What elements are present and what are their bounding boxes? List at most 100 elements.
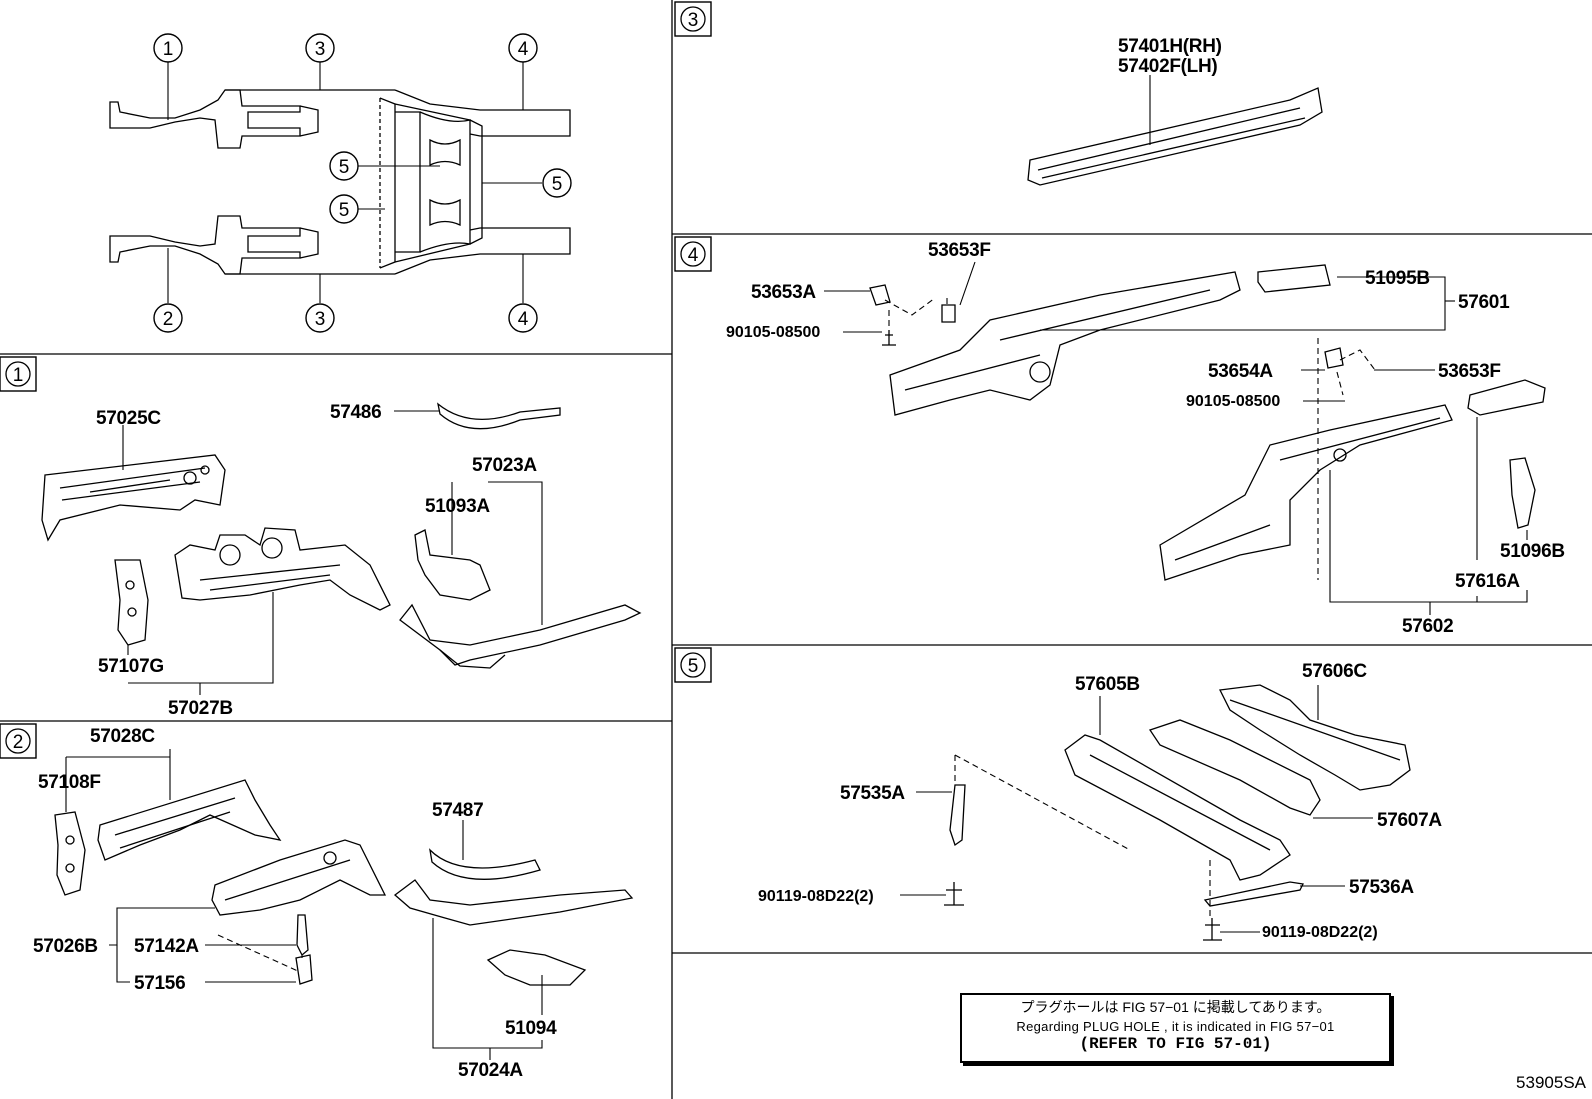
part-57486-drawing	[437, 402, 561, 430]
part-57107g-drawing	[114, 559, 149, 646]
svg-text:2: 2	[13, 732, 24, 753]
svg-text:4: 4	[518, 309, 529, 330]
svg-text:1: 1	[13, 365, 24, 386]
callout-5-c: 5	[542, 168, 572, 198]
part-57025c-drawing	[41, 454, 226, 542]
label-90119-08d22-left[interactable]: 90119-08D22(2)	[758, 888, 874, 905]
part-51094-drawing	[486, 949, 587, 986]
label-90105-08500-left[interactable]: 90105-08500	[726, 324, 820, 341]
part-53653a-drawing	[869, 284, 891, 306]
part-57602-drawing	[1159, 404, 1453, 581]
svg-text:2: 2	[163, 309, 174, 330]
overview-leaders	[167, 62, 542, 303]
svg-text:3: 3	[315, 309, 326, 330]
label-53653a[interactable]: 53653A	[751, 282, 817, 303]
part-57401h-drawing	[1027, 87, 1323, 186]
note-line-english: Regarding PLUG HOLE , it is indicated in…	[1016, 1019, 1335, 1034]
svg-text:5: 5	[688, 656, 699, 677]
svg-text:1: 1	[163, 39, 174, 60]
label-90119-08d22-right[interactable]: 90119-08D22(2)	[1262, 924, 1378, 941]
part-57026b-drawing	[211, 839, 387, 916]
svg-text:3: 3	[315, 39, 326, 60]
part-53653f-drawing	[941, 304, 956, 323]
label-51095b[interactable]: 51095B	[1365, 268, 1430, 289]
callout-5-b: 5	[329, 194, 359, 224]
parts-line-art	[41, 87, 1546, 986]
part-53654a-drawing	[1324, 347, 1344, 369]
label-57606c[interactable]: 57606C	[1302, 661, 1368, 682]
label-57108f[interactable]: 57108F	[38, 772, 101, 793]
section-badge-3: 3	[674, 1, 712, 37]
label-57027b[interactable]: 57027B	[168, 698, 233, 719]
dashed-assembly-lines	[217, 297, 1376, 973]
label-57536a[interactable]: 57536A	[1349, 877, 1415, 898]
section-badge-2: 2	[0, 723, 37, 759]
svg-text:5: 5	[339, 200, 350, 221]
callout-3-top: 3	[305, 33, 335, 63]
figure-code: 53905SA	[1516, 1073, 1586, 1092]
callout-2: 2	[153, 303, 183, 333]
label-57028c[interactable]: 57028C	[90, 726, 156, 747]
callout-4-top: 4	[508, 33, 538, 63]
overview-callouts: 1 3 4 2 3 4 5 5 5	[153, 33, 572, 333]
leader-lines	[65, 75, 1528, 1060]
label-57602[interactable]: 57602	[1402, 616, 1454, 637]
part-57028c-drawing	[97, 779, 282, 861]
label-57605b[interactable]: 57605B	[1075, 674, 1140, 695]
part-labels: 57025C 57486 57023A 51093A 57107G 57027B…	[33, 36, 1565, 1081]
part-57108f-drawing	[54, 811, 86, 896]
plug-hole-note: プラグホールは FIG 57−01 に掲載してあります。 Regarding P…	[960, 993, 1391, 1063]
svg-text:5: 5	[339, 157, 350, 178]
part-57607a-drawing	[1148, 719, 1321, 816]
section-badge-5: 5	[674, 647, 712, 683]
svg-text:4: 4	[688, 245, 699, 266]
part-57027b-drawing	[174, 527, 391, 611]
callout-3-bottom: 3	[305, 303, 335, 333]
label-57616a[interactable]: 57616A	[1455, 571, 1521, 592]
label-57156[interactable]: 57156	[134, 973, 186, 994]
part-57023a-drawing	[399, 603, 642, 669]
label-57486[interactable]: 57486	[330, 402, 382, 423]
bolt-90119-left-drawing	[944, 882, 964, 906]
label-53653f-top[interactable]: 53653F	[928, 240, 991, 261]
part-90105-08500-drawing	[882, 330, 896, 346]
overview-frame-drawing	[109, 89, 571, 275]
label-90105-08500-right[interactable]: 90105-08500	[1186, 393, 1280, 410]
label-57607a[interactable]: 57607A	[1377, 810, 1443, 831]
label-57601[interactable]: 57601	[1458, 292, 1510, 313]
label-51093a[interactable]: 51093A	[425, 496, 491, 517]
part-57142a-drawing	[296, 914, 309, 957]
label-57025c[interactable]: 57025C	[96, 408, 162, 429]
part-57156-drawing	[295, 954, 313, 985]
label-57107g[interactable]: 57107G	[98, 656, 164, 677]
part-57536a-drawing	[1203, 881, 1304, 907]
note-refer-link[interactable]: (REFER TO FIG 57-01)	[1079, 1035, 1272, 1053]
label-51096b[interactable]: 51096B	[1500, 541, 1565, 562]
part-51093a-drawing	[414, 529, 491, 601]
label-57402f-lh[interactable]: 57402F(LH)	[1118, 56, 1218, 77]
section-badge-1: 1	[0, 356, 37, 392]
label-53653f-right[interactable]: 53653F	[1438, 361, 1501, 382]
label-57535a[interactable]: 57535A	[840, 783, 906, 804]
part-57616a-drawing	[1467, 379, 1546, 416]
note-line-japanese: プラグホールは FIG 57−01 に掲載してあります。	[1020, 999, 1331, 1015]
part-57606c-drawing	[1219, 684, 1411, 791]
label-57023a[interactable]: 57023A	[472, 455, 538, 476]
label-57142a[interactable]: 57142A	[134, 936, 200, 957]
label-57024a[interactable]: 57024A	[458, 1060, 524, 1081]
svg-text:4: 4	[518, 39, 529, 60]
label-53654a[interactable]: 53654A	[1208, 361, 1274, 382]
part-57535a-drawing	[949, 784, 966, 847]
callout-4-bottom: 4	[508, 303, 538, 333]
part-51096b-drawing	[1509, 457, 1536, 529]
label-57487[interactable]: 57487	[432, 800, 484, 821]
svg-text:3: 3	[688, 10, 699, 31]
part-57487-drawing	[429, 848, 541, 880]
label-51094[interactable]: 51094	[505, 1018, 557, 1039]
label-57026b[interactable]: 57026B	[33, 936, 98, 957]
bolt-90119-right-drawing	[1203, 918, 1222, 941]
part-57024a-drawing	[393, 879, 634, 926]
label-57401h-rh[interactable]: 57401H(RH)	[1118, 36, 1222, 57]
